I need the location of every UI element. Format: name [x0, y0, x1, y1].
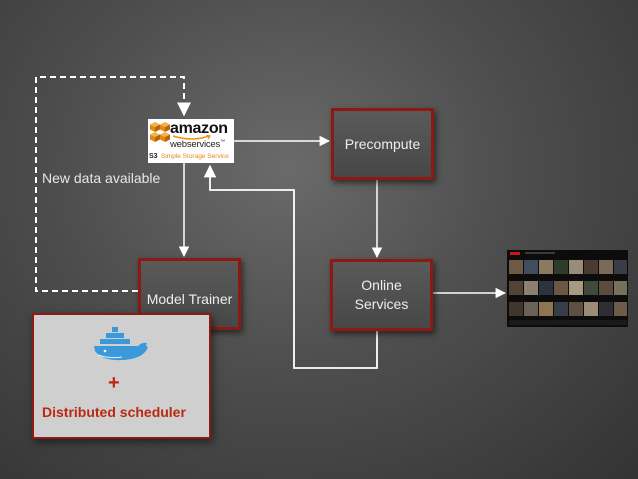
online-services-label-line2: Services [354, 296, 409, 312]
docker-whale-icon [94, 327, 148, 361]
aws-smile-icon [172, 135, 211, 140]
aws-sub-text: webservices [170, 139, 221, 151]
aws-brand-text: amazon [170, 120, 228, 137]
plus-sign: + [108, 372, 120, 394]
s3-service-name: Simple Storage Service [161, 153, 229, 160]
model-trainer-label: Model Trainer [146, 291, 233, 307]
dashed-feedback-loop [35, 76, 191, 292]
arrow-online-back-to-s3 [203, 164, 378, 369]
online-services-label-line1: Online [361, 277, 402, 293]
aws-tm: ™ [220, 139, 225, 145]
thumbnail-image [507, 250, 628, 327]
distributed-scheduler-label: Distributed scheduler [42, 404, 186, 420]
docker-panel: + Distributed scheduler [32, 313, 211, 439]
s3-label: S3 [149, 153, 158, 160]
precompute-box: Precompute [331, 108, 434, 180]
aws-s3-logo: amazon webservices™ S3 Simple Storage Se… [148, 119, 234, 163]
netflix-ui-thumbnail [507, 250, 628, 327]
aws-cubes-icon [150, 122, 170, 142]
online-services-box: Online Services [330, 259, 433, 331]
precompute-label: Precompute [344, 136, 421, 152]
new-data-label: New data available [42, 170, 161, 186]
